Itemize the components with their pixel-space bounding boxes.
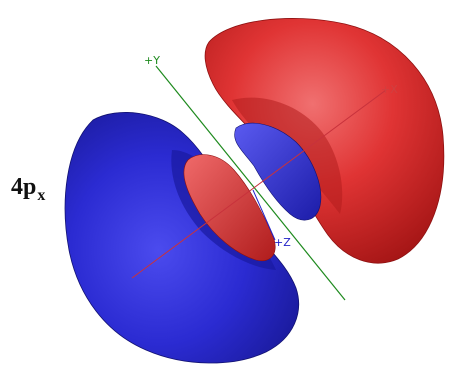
x-axis-label: +X <box>381 83 398 96</box>
z-axis-label: +Z <box>274 236 291 249</box>
y-axis-label: +Y <box>144 54 160 67</box>
blue-inner-lobe <box>234 122 322 221</box>
orbital-label-subscript: x <box>37 187 46 204</box>
blue-outer-lobe <box>64 112 300 364</box>
x-axis-line <box>131 89 387 279</box>
orbital-label-main: 4p <box>11 174 37 200</box>
red-inner-lobe <box>183 154 276 262</box>
z-axis-line <box>252 189 276 241</box>
orbital-label: 4px <box>11 174 46 204</box>
y-axis-line <box>155 65 346 301</box>
